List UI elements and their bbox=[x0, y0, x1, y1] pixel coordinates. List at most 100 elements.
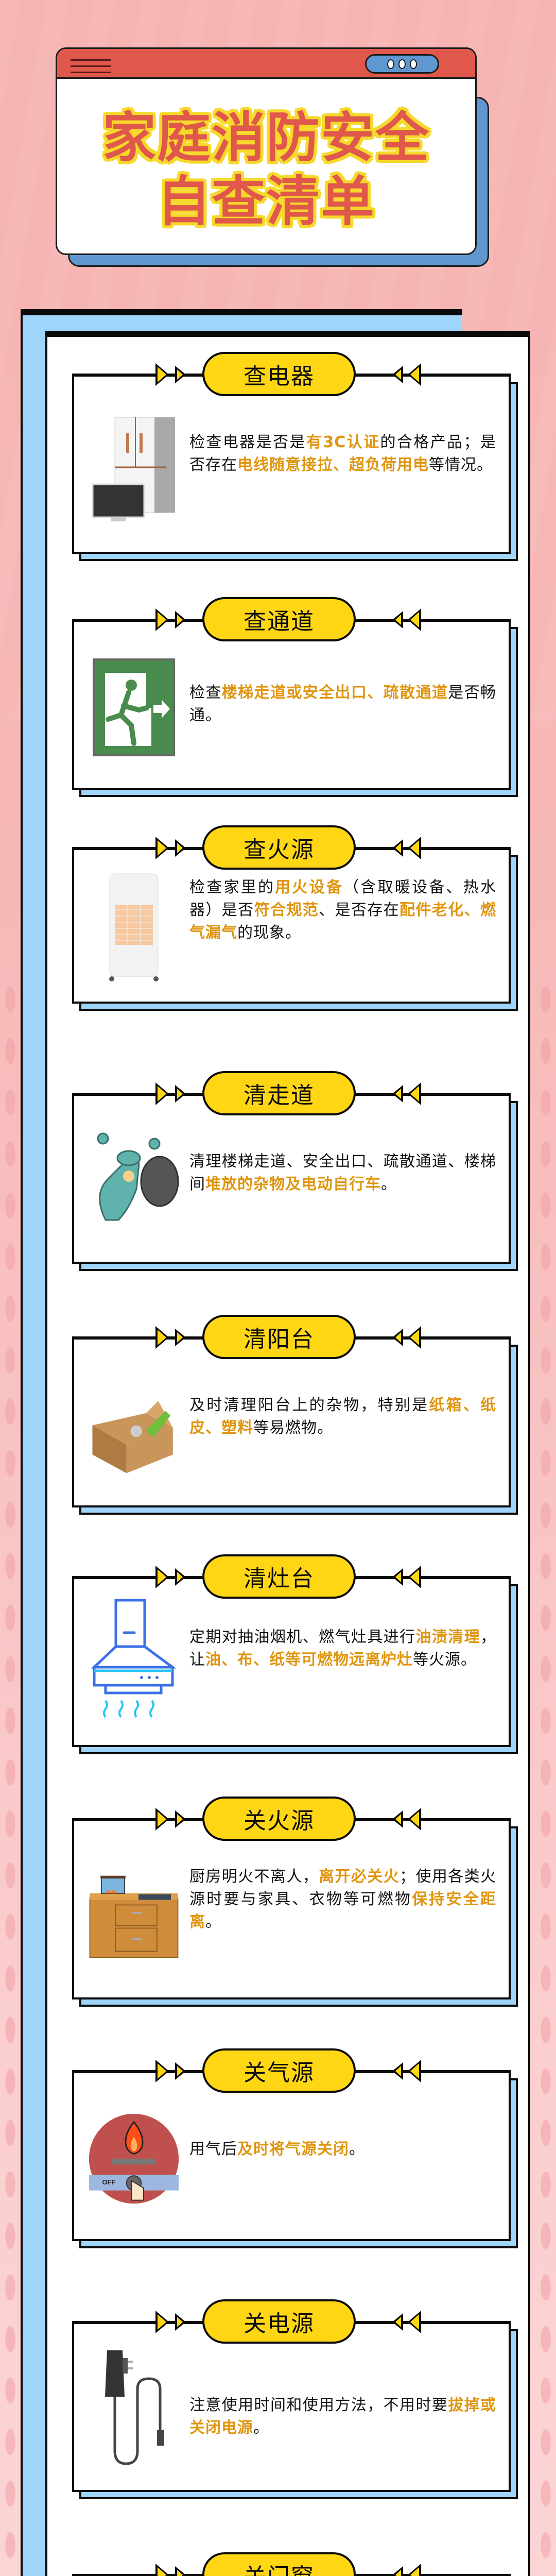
header-line-right bbox=[356, 1093, 511, 1095]
body-text: 。 bbox=[349, 2140, 365, 2158]
highlighted-text: 及时将气源关闭 bbox=[237, 2140, 349, 2158]
body-text: 、是否存在 bbox=[319, 901, 400, 919]
arrow-right-small-icon bbox=[175, 1810, 186, 1828]
arrow-right-icon bbox=[155, 2564, 169, 2576]
power-adapter-icon bbox=[88, 2350, 180, 2465]
decor-dots-left bbox=[0, 979, 21, 2576]
arrow-right-small-icon bbox=[175, 1085, 186, 1103]
body-text: 。 bbox=[205, 1913, 221, 1931]
header-line-right bbox=[356, 619, 511, 621]
header-line-left bbox=[72, 1093, 202, 1095]
arrow-left-icon bbox=[408, 2564, 421, 2576]
card-title: 关火源 bbox=[202, 1797, 356, 1841]
arrow-left-icon bbox=[408, 1326, 421, 1349]
arrow-right-icon bbox=[155, 608, 169, 631]
arrow-right-icon bbox=[155, 2311, 169, 2333]
card-header: 清走道 bbox=[72, 1071, 511, 1116]
body-text: 等情况。 bbox=[429, 456, 493, 474]
card-title: 查通道 bbox=[202, 597, 356, 641]
body-text: 。 bbox=[381, 1175, 397, 1193]
header-line-left bbox=[72, 619, 202, 621]
body-text: 的现象。 bbox=[237, 924, 301, 942]
body-text: 厨房明火不离人， bbox=[189, 1868, 319, 1886]
card-description: 厨房明火不离人，离开必关火；使用各类火源时要与家具、衣物等可燃物保持安全距离。 bbox=[189, 1866, 496, 1934]
fridge-and-monitor-icon bbox=[88, 411, 180, 524]
body-text: 。 bbox=[253, 2419, 269, 2437]
arrow-right-icon bbox=[155, 2060, 169, 2082]
card-header: 关火源 bbox=[72, 1797, 511, 1842]
arrow-left-small-icon bbox=[392, 2062, 403, 2080]
arrow-right-small-icon bbox=[175, 611, 186, 629]
page-title: 家庭消防安全 自查清单 bbox=[57, 106, 475, 233]
card-description: 用气后及时将气源关闭。 bbox=[189, 2138, 496, 2161]
card-description: 清理楼梯走道、安全出口、疏散通道、楼梯间堆放的杂物及电动自行车。 bbox=[189, 1150, 496, 1196]
arrow-left-small-icon bbox=[392, 839, 403, 857]
cardboard-box-icon bbox=[88, 1374, 180, 1487]
hamburger-menu-icon bbox=[71, 59, 111, 73]
arrow-left-small-icon bbox=[392, 611, 403, 629]
checklist-card: 查火源检查家里的用火设备（含取暖设备、热水器）是否符合规范、是否存在配件老化、燃… bbox=[72, 825, 518, 1011]
header-line-right bbox=[356, 374, 511, 376]
header-line-left bbox=[72, 1818, 202, 1820]
body-text: 清理楼梯走道、安全出口、疏散通道、楼梯间 bbox=[189, 1153, 496, 1193]
card-title: 清阳台 bbox=[202, 1315, 356, 1359]
arrow-right-small-icon bbox=[175, 2566, 186, 2576]
card-title: 关气源 bbox=[202, 2048, 356, 2093]
stove-cabinet-icon bbox=[88, 1855, 180, 1969]
card-header: 关气源 bbox=[72, 2048, 511, 2094]
header-line-right bbox=[356, 2574, 511, 2576]
header-line-left bbox=[72, 2070, 202, 2072]
card-body bbox=[72, 2322, 511, 2492]
checklist-card: 查电器检查电器是否是有3C认证的合格产品；是否存在电线随意接拉、超负荷用电等情况… bbox=[72, 352, 518, 561]
decor-dots-right bbox=[535, 979, 556, 2576]
checklist-card: 关门窗离开家时请关闭窗户，避免燃放的烟花爆竹等火源通过窗户窜进室内引发火灾。 bbox=[72, 2552, 511, 2576]
body-text: （含取暖设备、热水器）是否 bbox=[189, 878, 497, 919]
card-header: 查电器 bbox=[72, 352, 511, 397]
header-line-left bbox=[72, 847, 202, 849]
arrow-left-small-icon bbox=[392, 1085, 403, 1103]
card-description: 定期对抽油烟机、燃气灶具进行油渍清理，让油、布、纸等可燃物远离炉灶等火源。 bbox=[189, 1626, 496, 1671]
card-header: 查通道 bbox=[72, 597, 511, 642]
card-header: 清灶台 bbox=[72, 1554, 511, 1600]
highlighted-text: 用火设备 bbox=[275, 878, 344, 896]
arrow-right-small-icon bbox=[175, 2313, 186, 2331]
card-title: 清走道 bbox=[202, 1071, 356, 1115]
card-title: 关门窗 bbox=[202, 2552, 356, 2576]
body-text: 等易燃物。 bbox=[253, 1419, 333, 1437]
highlighted-text: 堆放的杂物及电动自行车 bbox=[205, 1175, 381, 1193]
highlighted-text: 楼梯走道或安全出口、疏散通道 bbox=[221, 684, 448, 702]
checklist-card: 查通道检查楼梯走道或安全出口、疏散通道是否畅通。 bbox=[72, 597, 518, 797]
highlighted-text: 配件老化、燃气漏气 bbox=[189, 901, 497, 942]
more-dots-icon bbox=[365, 54, 439, 74]
arrow-left-icon bbox=[408, 2060, 421, 2082]
header-line-right bbox=[356, 2321, 511, 2323]
highlighted-text: 保持安全距离 bbox=[189, 1890, 497, 1931]
header-line-left bbox=[72, 1336, 202, 1338]
card-header: 清阳台 bbox=[72, 1315, 511, 1360]
highlighted-text: 拔掉或关闭电源 bbox=[189, 2396, 497, 2437]
highlighted-text: 有3C认证 bbox=[306, 433, 380, 451]
header-line-left bbox=[72, 1576, 202, 1578]
highlighted-text: 符合规范 bbox=[254, 901, 319, 919]
card-description: 检查家里的用火设备（含取暖设备、热水器）是否符合规范、是否存在配件老化、燃气漏气… bbox=[189, 876, 496, 944]
arrow-left-small-icon bbox=[392, 366, 403, 383]
arrow-right-small-icon bbox=[175, 2062, 186, 2080]
arrow-left-icon bbox=[408, 363, 421, 386]
checklist-card: 关火源厨房明火不离人，离开必关火；使用各类火源时要与家具、衣物等可燃物保持安全距… bbox=[72, 1797, 518, 2007]
card-header: 查火源 bbox=[72, 825, 511, 871]
header-line-left bbox=[72, 2321, 202, 2323]
body-text: 检查家里的 bbox=[189, 878, 275, 896]
arrow-left-small-icon bbox=[392, 1568, 403, 1586]
card-header: 关电源 bbox=[72, 2299, 511, 2345]
body-text: 检查 bbox=[189, 684, 222, 702]
body-text: 等火源。 bbox=[413, 1651, 477, 1669]
space-heater-icon bbox=[88, 871, 180, 985]
arrow-left-icon bbox=[408, 1566, 421, 1588]
page-title-line2: 自查清单 bbox=[157, 170, 375, 233]
checklist-card: 清走道清理楼梯走道、安全出口、疏散通道、楼梯间堆放的杂物及电动自行车。 bbox=[72, 1071, 518, 1271]
highlighted-text: 油、布、纸等可燃物远离炉灶 bbox=[205, 1651, 413, 1669]
body-text: 注意使用时间和使用方法，不用时要 bbox=[189, 2396, 448, 2414]
emergency-exit-sign-icon bbox=[88, 651, 180, 764]
header-line-right bbox=[356, 847, 511, 849]
